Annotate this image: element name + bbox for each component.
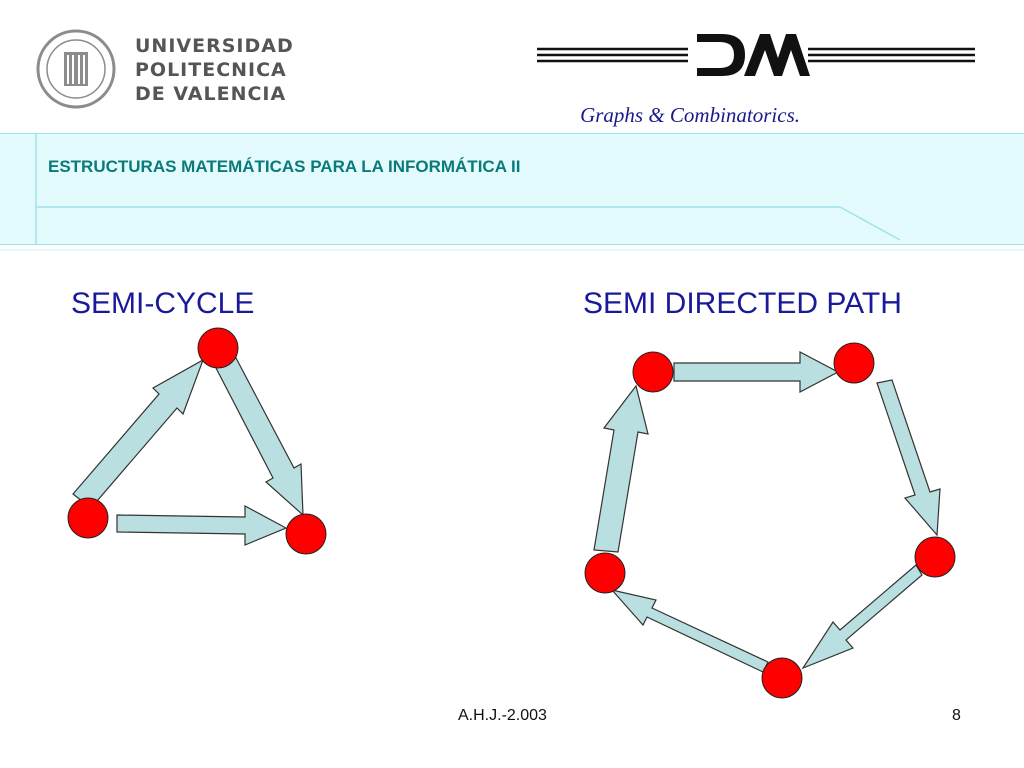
university-seal-icon bbox=[36, 29, 116, 109]
title-band bbox=[0, 133, 1024, 245]
arrow-edge bbox=[610, 589, 769, 673]
arrow-edge bbox=[215, 357, 304, 517]
graph-node bbox=[67, 497, 109, 539]
course-title: ESTRUCTURAS MATEMÁTICAS PARA LA INFORMÁT… bbox=[48, 157, 521, 176]
graph-node bbox=[632, 351, 674, 393]
page-number: 8 bbox=[952, 707, 961, 724]
graph-node bbox=[833, 342, 875, 384]
graph-node bbox=[761, 657, 803, 699]
semi-cycle-diagram bbox=[67, 327, 327, 555]
graph-node bbox=[197, 327, 239, 369]
semi-directed-path-heading: SEMI DIRECTED PATH bbox=[583, 287, 902, 320]
university-name-line-1: UNIVERSIDAD bbox=[135, 35, 294, 57]
university-name-line-2: POLITECNICA bbox=[135, 59, 287, 81]
graph-node bbox=[584, 552, 626, 594]
arrow-edge bbox=[876, 379, 941, 537]
arrow-edge bbox=[801, 564, 923, 670]
arrow-edge bbox=[593, 384, 649, 553]
graph-node bbox=[914, 536, 956, 578]
arrow-edge bbox=[72, 358, 205, 509]
university-name-line-3: DE VALENCIA bbox=[135, 83, 287, 105]
arrow-edge bbox=[116, 504, 288, 546]
arrow-edge bbox=[673, 351, 840, 393]
footer-author: A.H.J.-2.003 bbox=[458, 707, 547, 724]
slide-subtitle: Graphs & Combinatorics. bbox=[580, 103, 800, 127]
semi-directed-path-diagram bbox=[584, 342, 956, 699]
dma-logo bbox=[537, 34, 975, 76]
semi-cycle-heading: SEMI-CYCLE bbox=[71, 287, 255, 320]
university-name: UNIVERSIDAD POLITECNICA DE VALENCIA bbox=[135, 34, 305, 106]
graph-node bbox=[285, 513, 327, 555]
